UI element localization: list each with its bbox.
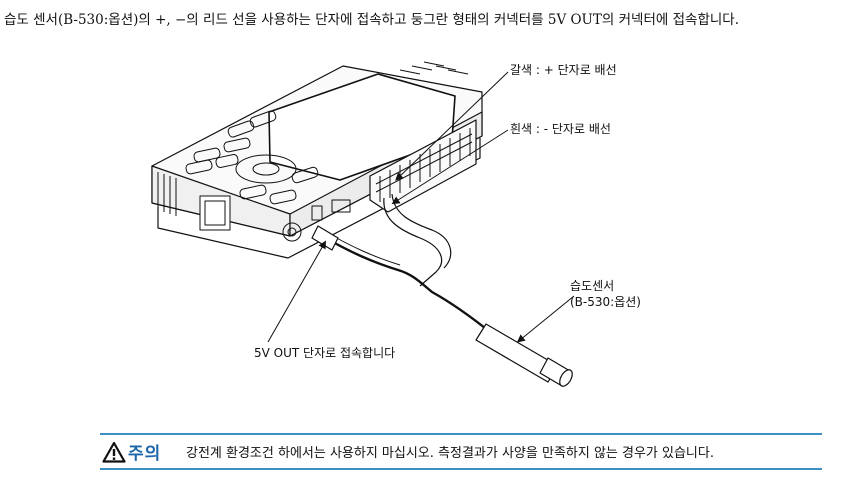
callout-minus-terminal: 흰색 : - 단자로 배선 <box>510 122 611 136</box>
callout-5v-out: 5V OUT 단자로 접속합니다 <box>254 346 396 360</box>
logger-side-ports <box>282 199 351 242</box>
callout-leaders <box>267 71 575 343</box>
logger-side-bumper <box>157 172 231 231</box>
intro-paragraph: 습도 센서(B-530:옵션)의 +, −의 리드 선을 사용하는 단자에 접속… <box>4 12 740 28</box>
lead-wires <box>383 193 452 287</box>
caution-text: 강전계 환경조건 하에서는 사용하지 마십시오. 측정결과가 사양을 만족하지 … <box>186 446 714 461</box>
logger-button-cluster <box>185 110 319 205</box>
sensor-label-line2: (B-530:옵션) <box>570 295 641 309</box>
terminal-screws <box>375 128 473 202</box>
caution-title: 주의 <box>128 444 162 464</box>
caution-notice: 주의 강전계 환경조건 하에서는 사용하지 마십시오. 측정결과가 사양을 만족… <box>100 433 822 470</box>
logger-bottom-edge <box>157 138 481 259</box>
caution-header: 주의 <box>102 439 186 464</box>
callout-plus-terminal: 갈색 : + 단자로 배선 <box>510 63 617 77</box>
sensor-cable <box>321 234 491 333</box>
round-connector-plug <box>311 225 339 251</box>
device-wiring-illustration <box>151 61 575 387</box>
humidity-sensor-probe <box>475 323 559 383</box>
sensor-label-line1: 습도센서 <box>570 279 615 293</box>
warning-triangle-icon <box>102 441 126 463</box>
callout-sensor: 습도센서 (B-530:옵션) <box>570 278 641 310</box>
logger-top-ribs <box>399 61 469 75</box>
